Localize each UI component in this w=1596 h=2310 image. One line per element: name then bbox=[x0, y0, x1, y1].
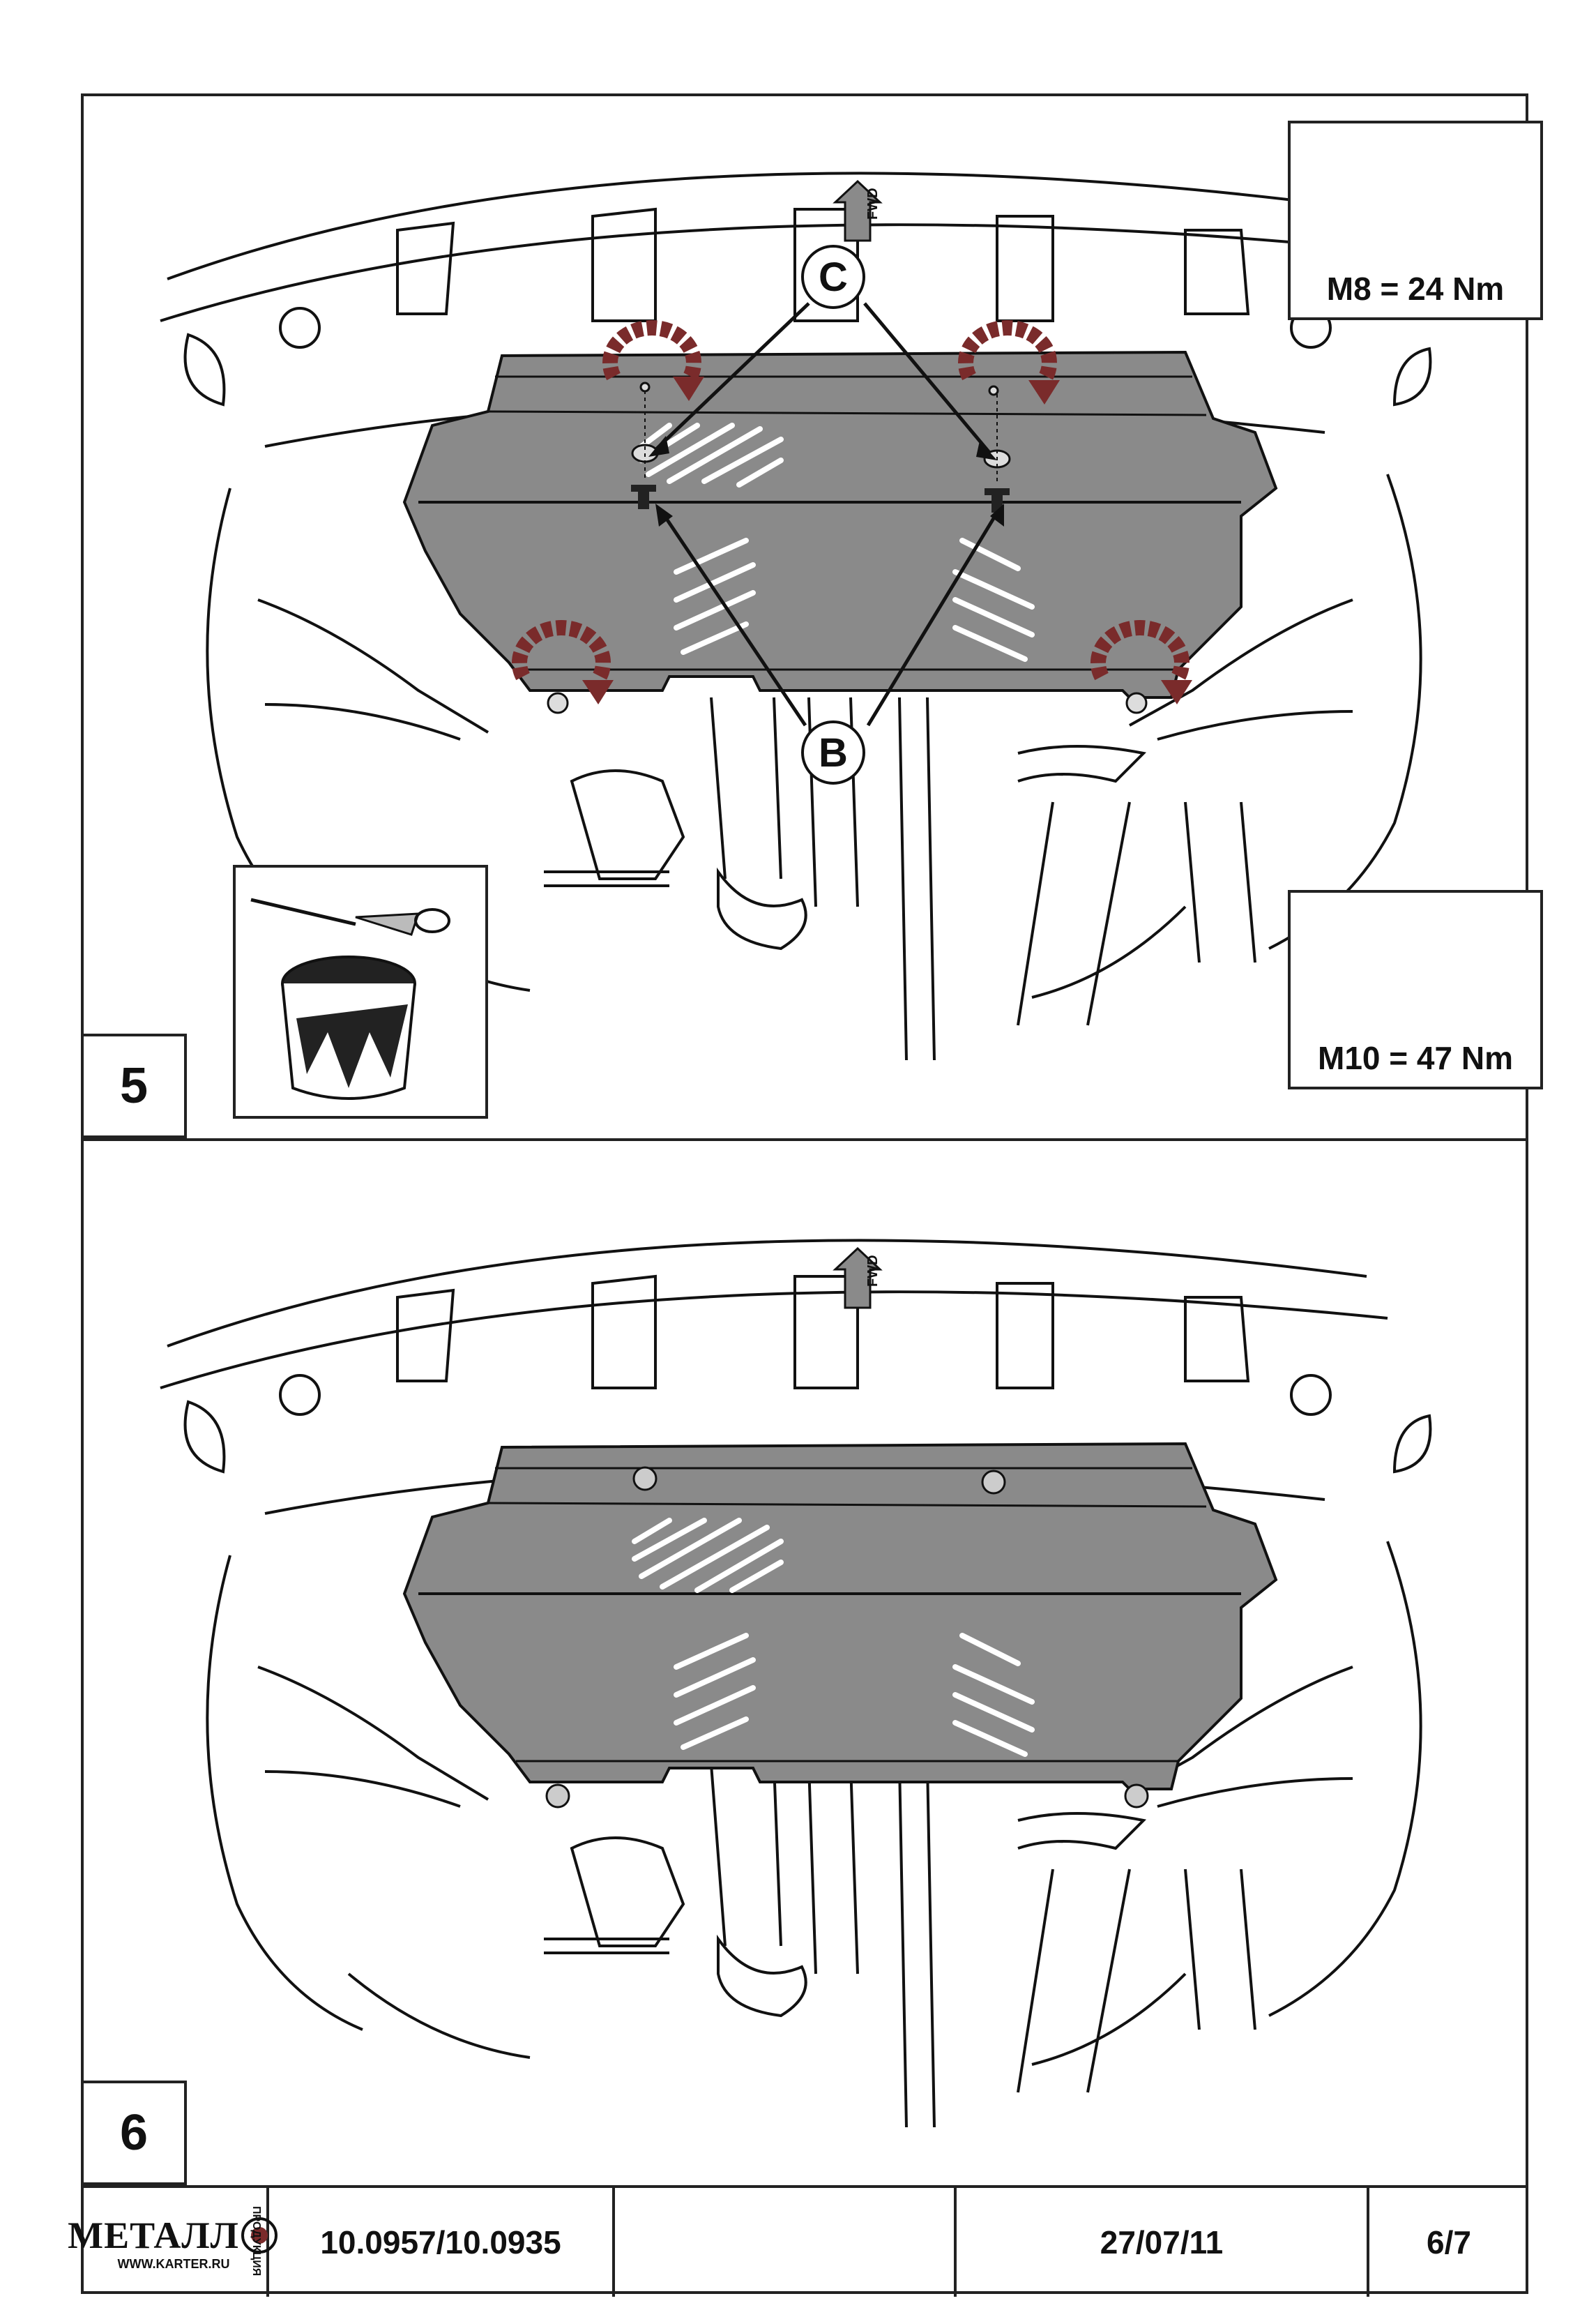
torque-label-m8: M8 = 24 Nm bbox=[1326, 271, 1505, 307]
callout-c: C bbox=[801, 245, 865, 309]
fwd-arrow bbox=[833, 179, 883, 242]
date: 27/07/11 bbox=[957, 2188, 1369, 2297]
callout-leaders bbox=[654, 302, 999, 727]
blank-cell bbox=[615, 2188, 957, 2297]
paint-inset bbox=[233, 865, 488, 1119]
logo-text: МЕТАЛЛ bbox=[68, 2214, 239, 2256]
drawing-frame bbox=[81, 93, 1528, 2294]
skid-plate-installed bbox=[402, 1442, 1278, 1790]
fwd-label-6: FWD bbox=[865, 1255, 881, 1287]
logo-side-text: ПРОДУКЦИЯ bbox=[250, 2206, 262, 2277]
callout-b: B bbox=[801, 720, 865, 785]
torque-box-m10: M10 = 47 Nm bbox=[1288, 890, 1543, 1089]
torque-label-m10: M10 = 47 Nm bbox=[1318, 1040, 1513, 1076]
torque-box-m8: M8 = 24 Nm bbox=[1288, 121, 1543, 320]
skid-plate bbox=[402, 350, 1278, 699]
logo-url: WWW.KARTER.RU bbox=[117, 2256, 230, 2271]
installed-bolts bbox=[545, 1466, 1149, 1809]
step-number-5: 5 bbox=[81, 1034, 187, 1138]
title-block: МЕТАЛЛ WWW.KARTER.RU ПРОДУКЦИЯ 10.0957/1… bbox=[68, 2185, 1528, 2297]
panel-divider bbox=[81, 1138, 1528, 1141]
part-number: 10.0957/10.0935 bbox=[269, 2188, 615, 2297]
logo-emblem-icon bbox=[241, 2217, 278, 2254]
car-underbody-outline bbox=[160, 172, 1432, 1061]
page-number: 6/7 bbox=[1427, 2224, 1471, 2260]
step-6-illustration: FWD bbox=[160, 1239, 1432, 2128]
rotation-arrows bbox=[512, 320, 1190, 681]
logo-cell: МЕТАЛЛ WWW.KARTER.RU ПРОДУКЦИЯ bbox=[68, 2188, 278, 2297]
fwd-label: FWD bbox=[865, 188, 881, 220]
step-number-6: 6 bbox=[81, 2081, 187, 2185]
